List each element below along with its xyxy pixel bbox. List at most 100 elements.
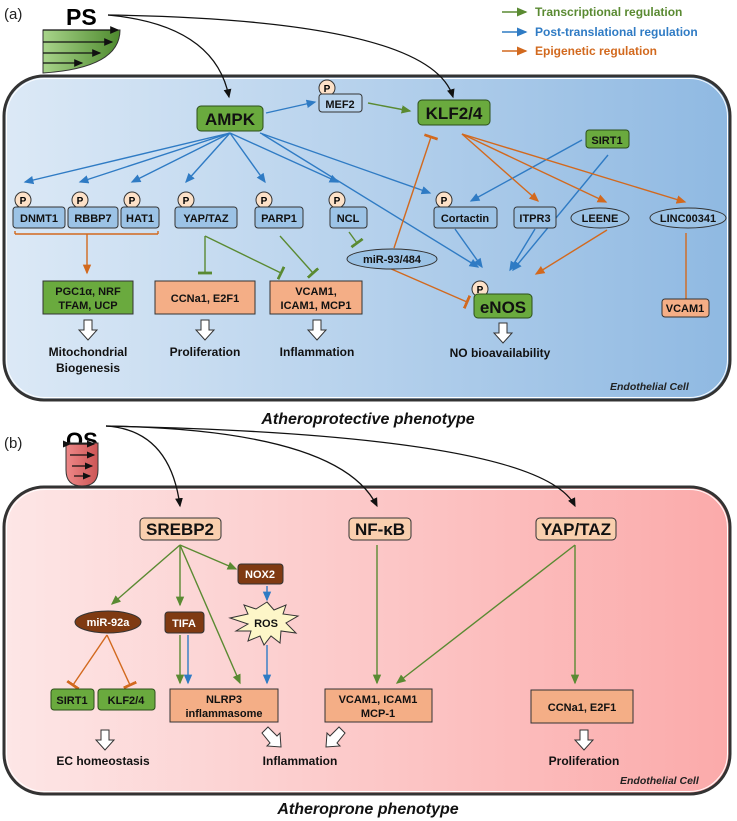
node-hat1[interactable]: P HAT1 [120, 191, 160, 229]
node-nox2[interactable]: NOX2 [237, 563, 284, 585]
svg-text:TIFA: TIFA [172, 618, 196, 630]
node-mef2[interactable]: P MEF2 [318, 79, 363, 113]
outcome-inflammation-a: Inflammation [280, 345, 355, 359]
node-yap-taz-b[interactable]: YAP/TAZ [535, 517, 617, 541]
node-cortactin[interactable]: P Cortactin [433, 191, 498, 229]
node-pgc1a-nrf-tfam-ucp[interactable]: PGC1α, NRF TFAM, UCP [42, 280, 134, 315]
svg-text:NLRP3: NLRP3 [206, 694, 242, 706]
svg-text:ITPR3: ITPR3 [519, 213, 550, 225]
outcome-mitochondrial-biogenesis: Mitochondrial [49, 345, 128, 359]
laminar-flow-icon [42, 26, 121, 74]
ps-to-klf-arrow [107, 14, 455, 99]
svg-text:RBBP7: RBBP7 [74, 213, 111, 225]
node-enos[interactable]: P eNOS [471, 280, 533, 319]
legend-epigenetic: Epigenetic regulation [535, 44, 657, 58]
svg-text:P: P [77, 196, 84, 207]
outcome-arrows-b [94, 726, 595, 751]
node-tifa[interactable]: TIFA [164, 611, 205, 634]
svg-text:PARP1: PARP1 [261, 213, 297, 225]
svg-text:AMPK: AMPK [205, 110, 256, 129]
svg-text:VCAM1,: VCAM1, [295, 286, 337, 298]
node-ccna1-e2f1-b[interactable]: CCNa1, E2F1 [530, 689, 634, 724]
svg-text:P: P [334, 196, 341, 207]
ps-to-ampk-arrow [107, 14, 232, 99]
phenotype-atheroprotective: Atheroprotective phenotype [260, 411, 474, 428]
svg-text:SIRT1: SIRT1 [591, 135, 622, 147]
os-to-yaptaz-arrow [105, 425, 576, 508]
svg-text:DNMT1: DNMT1 [20, 213, 58, 225]
node-ros[interactable]: ROS [228, 601, 300, 646]
node-vcam-icam-mcp-b[interactable]: VCAM1, ICAM1 MCP-1 [324, 688, 433, 723]
outcome-inflammation-b: Inflammation [263, 754, 338, 768]
svg-text:KLF2/4: KLF2/4 [426, 104, 483, 123]
svg-text:P: P [441, 196, 448, 207]
os-to-nfkb-arrow [105, 425, 378, 508]
svg-text:P: P [261, 196, 268, 207]
node-sirt1-b[interactable]: SIRT1 [50, 688, 95, 711]
node-yap-taz-a[interactable]: P YAP/TAZ [174, 191, 238, 229]
outcome-ec-homeostasis: EC homeostasis [56, 754, 150, 768]
svg-text:P: P [183, 196, 190, 207]
node-ncl[interactable]: P NCL [328, 191, 368, 229]
node-ampk[interactable]: AMPK [196, 105, 264, 132]
node-parp1[interactable]: P PARP1 [254, 191, 304, 229]
svg-text:CCNa1, E2F1: CCNa1, E2F1 [171, 293, 239, 305]
svg-text:TFAM, UCP: TFAM, UCP [58, 300, 117, 312]
phospho-icon: P [324, 84, 331, 95]
node-klf2-4[interactable]: KLF2/4 [417, 99, 491, 126]
node-itpr3[interactable]: ITPR3 [513, 206, 557, 229]
svg-text:NCL: NCL [337, 213, 360, 225]
svg-text:Cortactin: Cortactin [441, 213, 490, 225]
outcome-arrows-a [77, 319, 514, 344]
svg-text:P: P [20, 196, 27, 207]
svg-text:NOX2: NOX2 [245, 569, 275, 581]
node-ccna1-e2f1-a[interactable]: CCNa1, E2F1 [154, 280, 256, 315]
endothelial-cell-a [2, 74, 732, 402]
legend-post-translational: Post-translational regulation [535, 25, 698, 39]
svg-text:MCP-1: MCP-1 [361, 708, 395, 720]
node-linc00341[interactable]: LINC00341 [649, 207, 727, 229]
svg-text:SIRT1: SIRT1 [56, 695, 87, 707]
node-nfkb[interactable]: NF-κB [348, 517, 412, 541]
svg-text:LINC00341: LINC00341 [660, 213, 716, 225]
svg-text:CCNa1, E2F1: CCNa1, E2F1 [548, 702, 616, 714]
svg-text:SREBP2: SREBP2 [146, 520, 214, 539]
panel-a-label: (a) [4, 6, 22, 23]
node-srebp2[interactable]: SREBP2 [139, 517, 222, 541]
oscillatory-flow-icon [62, 440, 99, 487]
os-to-srebp2-arrow [105, 425, 183, 508]
panel-a: (a) PS Transcriptional regulation Post-t… [2, 4, 732, 428]
node-leene[interactable]: LEENE [570, 207, 630, 229]
svg-text:NF-κB: NF-κB [355, 520, 405, 539]
node-dnmt1[interactable]: P DNMT1 [12, 191, 66, 229]
svg-text:VCAM1, ICAM1: VCAM1, ICAM1 [339, 694, 418, 706]
node-vcam-icam-mcp-a[interactable]: VCAM1, ICAM1, MCP1 [269, 280, 363, 315]
svg-text:P: P [129, 196, 136, 207]
cell-label-a: Endothelial Cell [610, 381, 690, 393]
phenotype-atheroprone: Atheroprone phenotype [276, 801, 458, 818]
node-klf2-4-b[interactable]: KLF2/4 [97, 688, 156, 711]
svg-text:VCAM1: VCAM1 [666, 303, 705, 315]
panel-b: (b) OS Endothelial Cell [2, 425, 732, 818]
svg-text:eNOS: eNOS [480, 298, 526, 317]
node-mir-93-484[interactable]: miR-93/484 [346, 248, 438, 270]
svg-text:PGC1α, NRF: PGC1α, NRF [55, 286, 121, 298]
node-nlrp3-inflammasome[interactable]: NLRP3 inflammasome [169, 688, 279, 723]
node-rbbp7[interactable]: P RBBP7 [67, 191, 119, 229]
svg-text:MEF2: MEF2 [325, 99, 354, 111]
node-vcam1-a[interactable]: VCAM1 [661, 298, 710, 318]
outcome-proliferation-a: Proliferation [170, 345, 241, 359]
svg-text:LEENE: LEENE [582, 213, 619, 225]
panel-b-label: (b) [4, 435, 22, 452]
svg-text:P: P [477, 285, 484, 296]
svg-text:ROS: ROS [254, 618, 278, 630]
cell-label-b: Endothelial Cell [620, 775, 700, 787]
svg-text:YAP/TAZ: YAP/TAZ [183, 213, 229, 225]
node-mir-92a[interactable]: miR-92a [74, 610, 142, 634]
legend-transcriptional: Transcriptional regulation [535, 5, 682, 19]
legend: Transcriptional regulation Post-translat… [502, 5, 698, 58]
node-sirt1-a[interactable]: SIRT1 [585, 129, 630, 149]
svg-text:inflammasome: inflammasome [185, 708, 262, 720]
outcome-biogenesis-line2: Biogenesis [56, 361, 120, 375]
